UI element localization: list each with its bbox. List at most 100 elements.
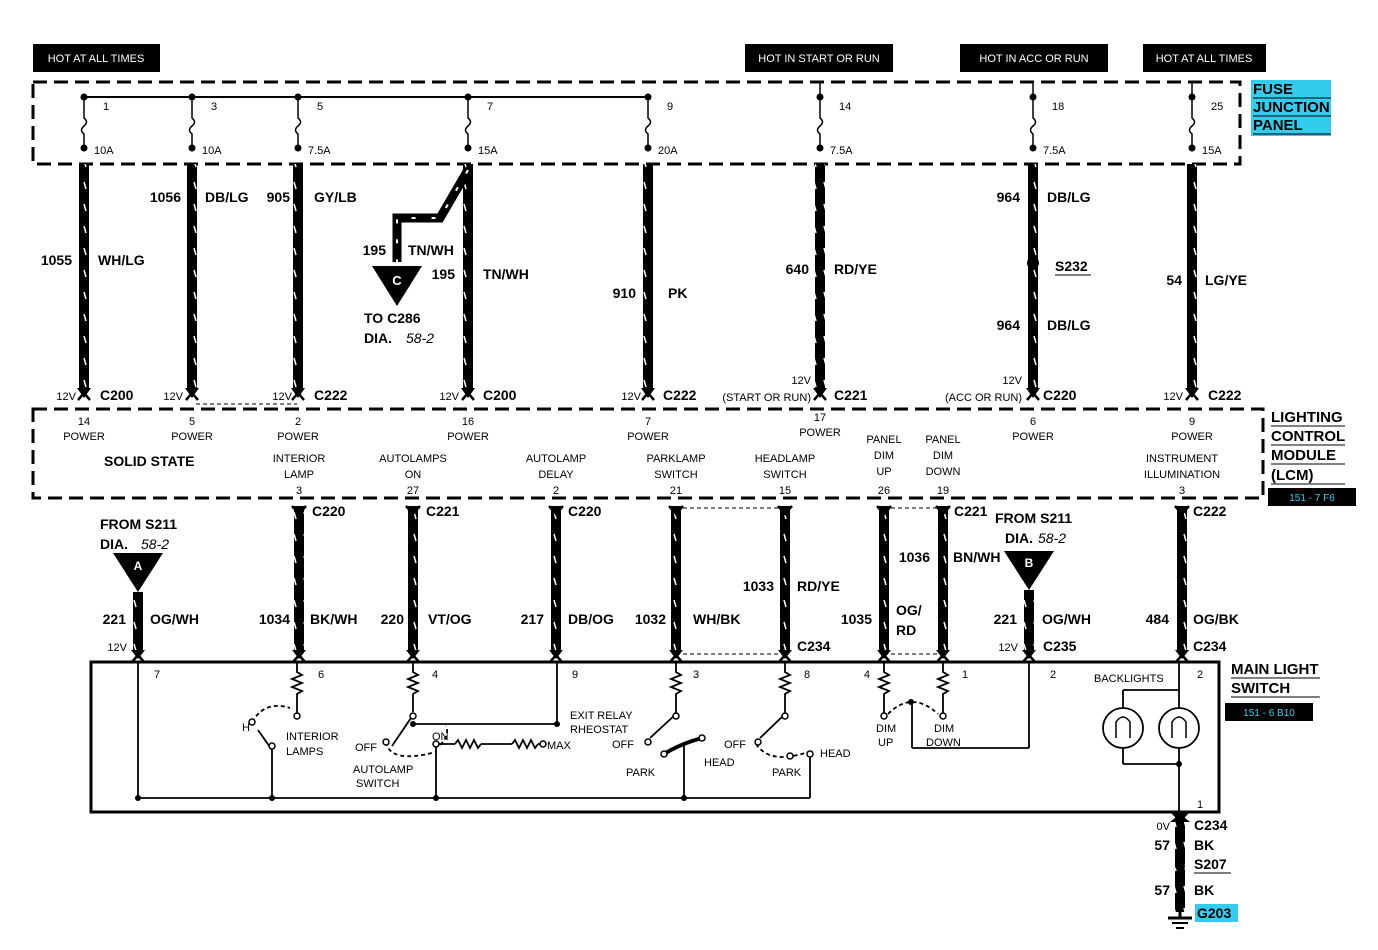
pin-label-1: INSTRUMENT	[1146, 453, 1218, 465]
lower-wires	[131, 505, 1190, 663]
fuse-num: 3	[211, 101, 217, 113]
wire-195a-color: TN/WH	[408, 242, 454, 258]
label-max: MAX	[547, 740, 572, 752]
wire-54-num: 54	[1166, 272, 1182, 288]
wire-1036-color: BN/WH	[953, 549, 1000, 565]
svg-text:B: B	[1025, 556, 1034, 570]
svg-text:151 - 6 B10: 151 - 6 B10	[1243, 708, 1295, 719]
from-s211-b: FROM S211	[995, 510, 1072, 526]
pin-label-2: DIM	[874, 450, 894, 462]
label-dim-down-2: DOWN	[926, 737, 961, 749]
switch-internals	[137, 662, 1200, 812]
switch-pin-number: 6	[318, 669, 324, 681]
dia-ref-c: 58-2	[406, 330, 434, 346]
fuse-14: 147.5A	[816, 93, 853, 157]
fuse-9: 9 20A	[644, 93, 678, 157]
fuse-junction-panel-box	[31, 80, 1242, 166]
conn-c200-b: C200	[483, 387, 517, 403]
conn-c221-a: C221	[834, 387, 868, 403]
pin-number: 3	[296, 485, 302, 497]
wire-221a-color: OG/WH	[150, 611, 199, 627]
pin-name: POWER	[63, 431, 105, 443]
pin-name: POWER	[447, 431, 489, 443]
pin-label-3: DOWN	[926, 466, 961, 478]
lower-wire-1	[291, 505, 307, 663]
ground-57-b: 57	[1154, 882, 1170, 898]
voltage-acc-run: (ACC OR RUN)	[945, 392, 1022, 404]
splice-s232-dot	[1027, 257, 1039, 269]
svg-text:(LCM): (LCM)	[1271, 467, 1313, 484]
ground-bk-2: BK	[1194, 882, 1214, 898]
wire-964a-color: DB/LG	[1047, 189, 1091, 205]
svg-text:LIGHTING: LIGHTING	[1271, 409, 1343, 426]
switch-pin-number: 9	[572, 669, 578, 681]
wire-220-num: 220	[381, 611, 405, 627]
wire-905-num: 905	[267, 189, 291, 205]
wire-54-color: LG/YE	[1205, 272, 1247, 288]
wire-1034-color: BK/WH	[310, 611, 357, 627]
fuse-amp: 10A	[94, 145, 114, 157]
switch-contacts	[248, 712, 947, 760]
connector-c: C	[372, 266, 422, 306]
label-head-2: HEAD	[820, 748, 851, 760]
ground-s207: S207	[1194, 856, 1227, 872]
label-park-1: PARK	[626, 767, 656, 779]
wire-1033-color: RD/YE	[797, 578, 840, 594]
svg-text:G203: G203	[1197, 905, 1231, 921]
conn-c200-a: C200	[100, 387, 134, 403]
upper-wire-5	[813, 164, 827, 401]
svg-text:A: A	[134, 559, 143, 573]
lcm-box	[31, 407, 1265, 500]
voltage-12v-8: 12V	[1163, 391, 1183, 403]
wire-640-num: 640	[786, 261, 810, 277]
bulb-filaments	[1115, 716, 1187, 738]
fuse-num: 1	[103, 101, 109, 113]
wire-195a-num: 195	[363, 242, 387, 258]
pin-name: POWER	[627, 431, 669, 443]
main-light-switch-box	[89, 660, 1221, 814]
pin-label-2: ON	[405, 469, 422, 481]
voltage-start-run: (START OR RUN)	[722, 392, 811, 404]
pin-name: POWER	[171, 431, 213, 443]
label-dim-down-1: DIM	[934, 723, 954, 735]
pin-number: 16	[462, 416, 474, 428]
upper-wires	[77, 164, 1199, 401]
wire-1032-color: WH/BK	[693, 611, 740, 627]
svg-text:HOT IN ACC OR RUN: HOT IN ACC OR RUN	[979, 53, 1088, 65]
fuse-amp: 20A	[658, 145, 678, 157]
lower-wire-6	[876, 505, 892, 663]
pin-name: POWER	[277, 431, 319, 443]
conn-c222-a: C222	[314, 387, 348, 403]
voltage-12v-4: 12V	[439, 391, 459, 403]
wire-217-color: DB/OG	[568, 611, 614, 627]
ground-g203: G203	[1195, 904, 1238, 922]
pin-number: 14	[78, 416, 90, 428]
fuse-num: 7	[487, 101, 493, 113]
wire-221b-color: OG/WH	[1042, 611, 1091, 627]
ground-bk-1: BK	[1194, 837, 1214, 853]
switch-pin-number: 4	[432, 669, 438, 681]
conn-c222-d: C222	[1193, 503, 1227, 519]
label-h: H	[242, 722, 250, 734]
pin-number: 19	[937, 485, 949, 497]
fuse-num: 5	[317, 101, 323, 113]
label-interior-1: INTERIOR	[286, 731, 339, 743]
main-switch-ref: 151 - 6 B10	[1225, 703, 1313, 721]
fuse-amp: 15A	[478, 145, 498, 157]
lower-wire-4	[668, 505, 684, 663]
label-off-3: OFF	[724, 739, 746, 751]
voltage-12v-2: 12V	[163, 391, 183, 403]
conn-c222-c: C222	[1208, 387, 1242, 403]
wire-910-num: 910	[613, 285, 637, 301]
pin-label-2: ILLUMINATION	[1144, 469, 1220, 481]
pin-label-1: AUTOLAMP	[526, 453, 586, 465]
fuse-amp: 15A	[1202, 145, 1222, 157]
fuse-num: 9	[667, 101, 673, 113]
upper-wire-0	[77, 164, 91, 401]
